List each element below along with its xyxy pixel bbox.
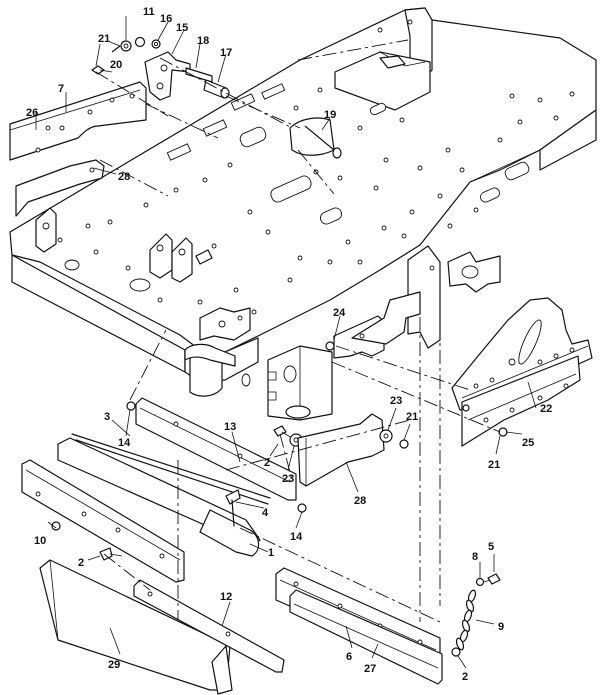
callout-24: 24 [333, 307, 346, 319]
callout-21-mid: 21 [406, 411, 418, 423]
callout-14-right: 14 [290, 531, 303, 543]
callout-13: 13 [224, 421, 236, 433]
callout-29: 29 [108, 659, 120, 671]
callout-22: 22 [540, 403, 552, 415]
frame-holes [49, 19, 575, 315]
callout-8: 9 [498, 621, 504, 633]
callout-2-left: 2 [78, 557, 84, 569]
callout-10: 10 [34, 535, 46, 547]
callout-labels: 11 16 15 18 17 21 20 7 26 28 19 24 22 25… [26, 6, 552, 683]
callout-2-right: 2 [462, 671, 468, 683]
callout-28-left: 28 [118, 171, 130, 183]
callout-16: 17 [220, 47, 232, 59]
callout-23-right: 23 [390, 395, 402, 407]
callout-12: 12 [220, 591, 232, 603]
middle-hardware [273, 413, 409, 487]
callout-20: 20 [110, 59, 122, 71]
callout-25: 25 [522, 437, 534, 449]
callout-9: 8 [472, 551, 478, 563]
callout-11: 11 [143, 6, 155, 18]
callout-3: 3 [104, 411, 110, 423]
callout-28-mid: 28 [354, 495, 366, 507]
callout-4: 4 [262, 507, 269, 519]
leader-lines [35, 16, 537, 669]
callout-21-right: 21 [488, 459, 500, 471]
callout-5: 7 [58, 83, 64, 95]
bottom-plates [39, 559, 501, 695]
callout-18: 19 [324, 109, 336, 121]
right-side-assembly [267, 245, 593, 447]
callout-14-left: 14 [118, 437, 131, 449]
callout-7: 5 [488, 541, 494, 553]
left-panel-assembly [9, 81, 147, 217]
callout-2-mid: 2 [264, 457, 270, 469]
callout-19: 16 [160, 13, 172, 25]
bolt-18 [289, 117, 342, 159]
chain-8 [455, 589, 477, 651]
callout-15: 15 [176, 22, 188, 34]
callout-6: 6 [346, 651, 352, 663]
callout-17: 18 [197, 35, 209, 47]
lower-left-assembly [21, 397, 307, 583]
callout-1: 1 [268, 547, 274, 559]
callout-27: 27 [364, 663, 376, 675]
callout-21-top: 21 [98, 33, 110, 45]
frame-deck [9, 7, 597, 397]
callout-23-mid: 23 [282, 473, 294, 485]
center-lines [95, 39, 501, 623]
callout-26: 26 [26, 107, 38, 119]
